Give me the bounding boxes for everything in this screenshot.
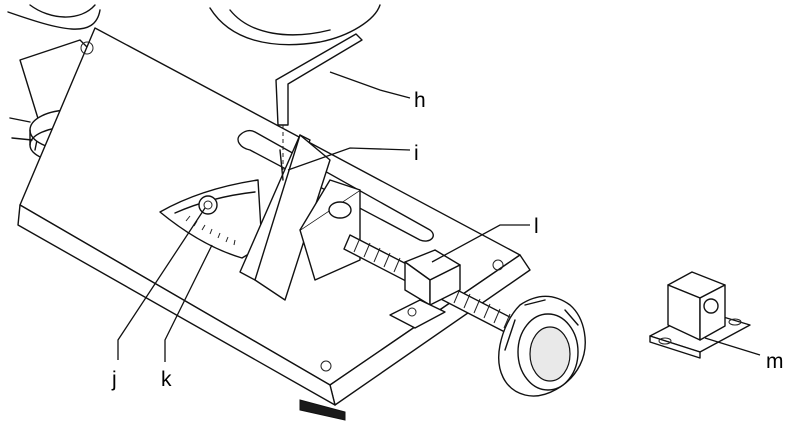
leader-l (431, 224, 530, 263)
leader-m (704, 337, 761, 356)
blade-holder (239, 134, 331, 301)
slider-block (389, 249, 461, 329)
slide-bracket (299, 179, 361, 281)
leader-i (287, 147, 411, 171)
label-k: k (161, 368, 172, 391)
label-i: i (414, 142, 419, 165)
label-l: l (534, 215, 539, 238)
leader-lines (117, 71, 761, 362)
label-m: m (766, 350, 784, 373)
label-h: h (414, 89, 426, 112)
leader-h (329, 71, 411, 99)
label-j: j (111, 368, 117, 391)
leader-k (164, 244, 213, 362)
hex-key (275, 33, 363, 170)
leader-j (117, 207, 206, 360)
bracket-part (649, 271, 751, 359)
star-knob (498, 295, 586, 397)
